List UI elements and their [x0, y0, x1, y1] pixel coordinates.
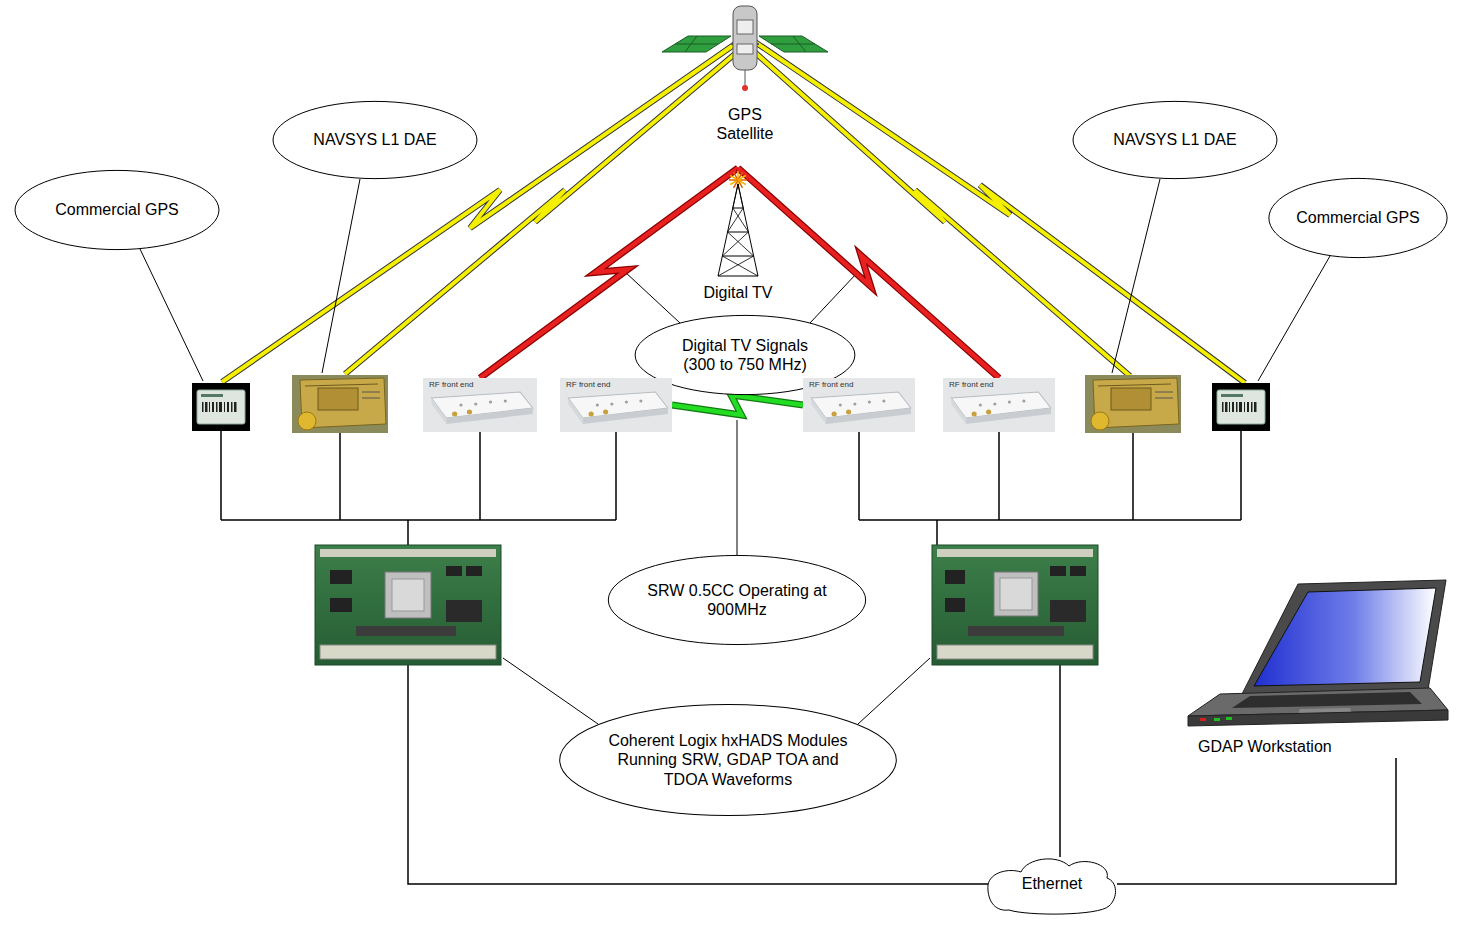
rf-front-end: RF front end — [943, 378, 1055, 432]
node-text: Digital TV — [703, 283, 772, 302]
node-text: GDAP Workstation — [1198, 737, 1332, 756]
connector-group — [1117, 758, 1396, 884]
hxhads-board-picture — [932, 545, 1098, 665]
node-text: RF front end — [949, 381, 1055, 390]
tv-tower: Digital TV — [690, 168, 786, 302]
callout-ellipse: Coherent Logix hxHADS Modules Running SR… — [558, 704, 898, 816]
node-text: RF front end — [429, 381, 537, 390]
wiring — [221, 431, 1241, 884]
node-text: NAVSYS L1 DAE — [313, 130, 436, 149]
node-text: Digital TV Signals (300 to 750 MHz) — [670, 336, 820, 374]
hxhads-board-picture — [315, 545, 501, 665]
node-text: GPS Satellite — [705, 105, 785, 143]
node-text: Coherent Logix hxHADS Modules Running SR… — [601, 731, 856, 789]
callout-ellipse: SRW 0.5CC Operating at 900MHz — [607, 555, 867, 645]
node-text: SRW 0.5CC Operating at 900MHz — [637, 581, 837, 619]
node-text: Commercial GPS — [55, 200, 179, 219]
signal-bolt — [672, 395, 803, 415]
connector-group — [672, 395, 803, 415]
node-text: NAVSYS L1 DAE — [1113, 130, 1236, 149]
callout-ellipse: NAVSYS L1 DAE — [272, 101, 478, 179]
ethernet-cloud: Ethernet — [987, 854, 1117, 914]
satellite-label: GPS Satellite — [700, 98, 790, 150]
workstation: GDAP Workstation — [1180, 578, 1450, 758]
navsys-board-picture — [1085, 375, 1181, 433]
rf-front-end: RF front end — [423, 378, 537, 432]
callout-ellipse: Commercial GPS — [14, 170, 220, 250]
laptop-picture — [1180, 578, 1450, 728]
rf-front-end: RF front end — [803, 378, 915, 432]
gps-module-picture — [1212, 383, 1270, 431]
network-line — [1117, 758, 1396, 884]
navsys-board-picture — [292, 375, 388, 433]
bolt-outline — [672, 395, 803, 415]
node-text: Ethernet — [1022, 874, 1082, 893]
rf-front-end: RF front end — [560, 378, 672, 432]
tv-tower-picture — [690, 168, 786, 278]
leader-lines — [140, 179, 1330, 724]
gps-module-picture — [192, 383, 250, 431]
node-text: RF front end — [566, 381, 672, 390]
ellipse-outline — [607, 555, 867, 645]
gps-satellite-icon — [662, 6, 828, 91]
node-text: RF front end — [809, 381, 915, 390]
node-text: Commercial GPS — [1296, 208, 1420, 227]
callout-ellipse: Commercial GPS — [1268, 178, 1448, 258]
callout-ellipse: NAVSYS L1 DAE — [1072, 101, 1278, 179]
